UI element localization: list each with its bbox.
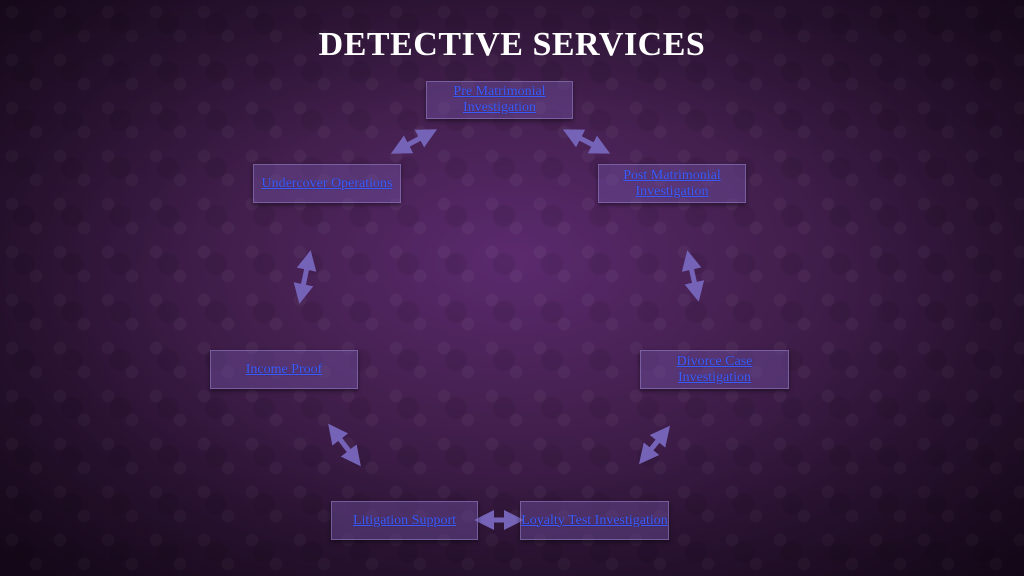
link-divorce-case[interactable]: Divorce Case Investigation bbox=[676, 353, 753, 385]
node-undercover-operations: Undercover Operations bbox=[253, 164, 401, 203]
node-income-proof: Income Proof bbox=[210, 350, 358, 389]
link-undercover-operations[interactable]: Undercover Operations bbox=[261, 175, 393, 191]
link-post-matrimonial[interactable]: Post Matrimonial Investigation bbox=[623, 167, 721, 199]
node-litigation-support: Litigation Support bbox=[331, 501, 478, 540]
link-pre-matrimonial[interactable]: Pre Matrimonial Investigation bbox=[453, 84, 546, 115]
node-divorce-case: Divorce Case Investigation bbox=[640, 350, 789, 389]
arrow-pre-to-undercover bbox=[390, 129, 438, 154]
link-income-proof[interactable]: Income Proof bbox=[245, 361, 323, 377]
arrow-litigation-to-income bbox=[328, 423, 361, 467]
node-pre-matrimonial: Pre Matrimonial Investigation bbox=[426, 81, 573, 119]
node-post-matrimonial: Post Matrimonial Investigation bbox=[598, 164, 746, 203]
arrow-post-to-divorce bbox=[681, 250, 705, 302]
arrow-divorce-to-loyalty bbox=[638, 425, 671, 465]
page-title: DETECTIVE SERVICES bbox=[318, 26, 706, 63]
arrow-pre-to-post bbox=[562, 129, 611, 154]
link-loyalty-test[interactable]: Loyalty Test Investigation bbox=[521, 512, 668, 528]
link-litigation-support[interactable]: Litigation Support bbox=[352, 512, 457, 528]
arrow-income-to-undercover bbox=[293, 250, 317, 304]
node-loyalty-test: Loyalty Test Investigation bbox=[520, 501, 669, 540]
